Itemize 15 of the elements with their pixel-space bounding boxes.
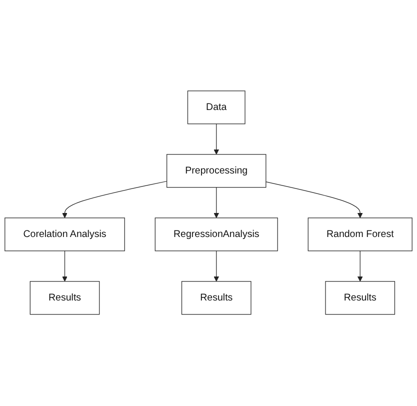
- arrow: [62, 181, 168, 218]
- node-box: Random Forest: [308, 218, 412, 252]
- arrow: [214, 250, 220, 282]
- node-box: RegressionAnalysis: [154, 218, 278, 252]
- node-box: Corelation Analysis: [4, 218, 125, 252]
- arrow: [214, 187, 220, 218]
- node-box: Preprocessing: [166, 154, 266, 188]
- arrow: [357, 250, 363, 282]
- node-box: Results: [325, 281, 396, 316]
- node-box: Results: [30, 281, 100, 316]
- arrow: [62, 250, 68, 282]
- node-box: Results: [181, 281, 252, 316]
- node-box: Data: [187, 90, 246, 125]
- arrow: [214, 124, 220, 155]
- arrow: [266, 182, 363, 218]
